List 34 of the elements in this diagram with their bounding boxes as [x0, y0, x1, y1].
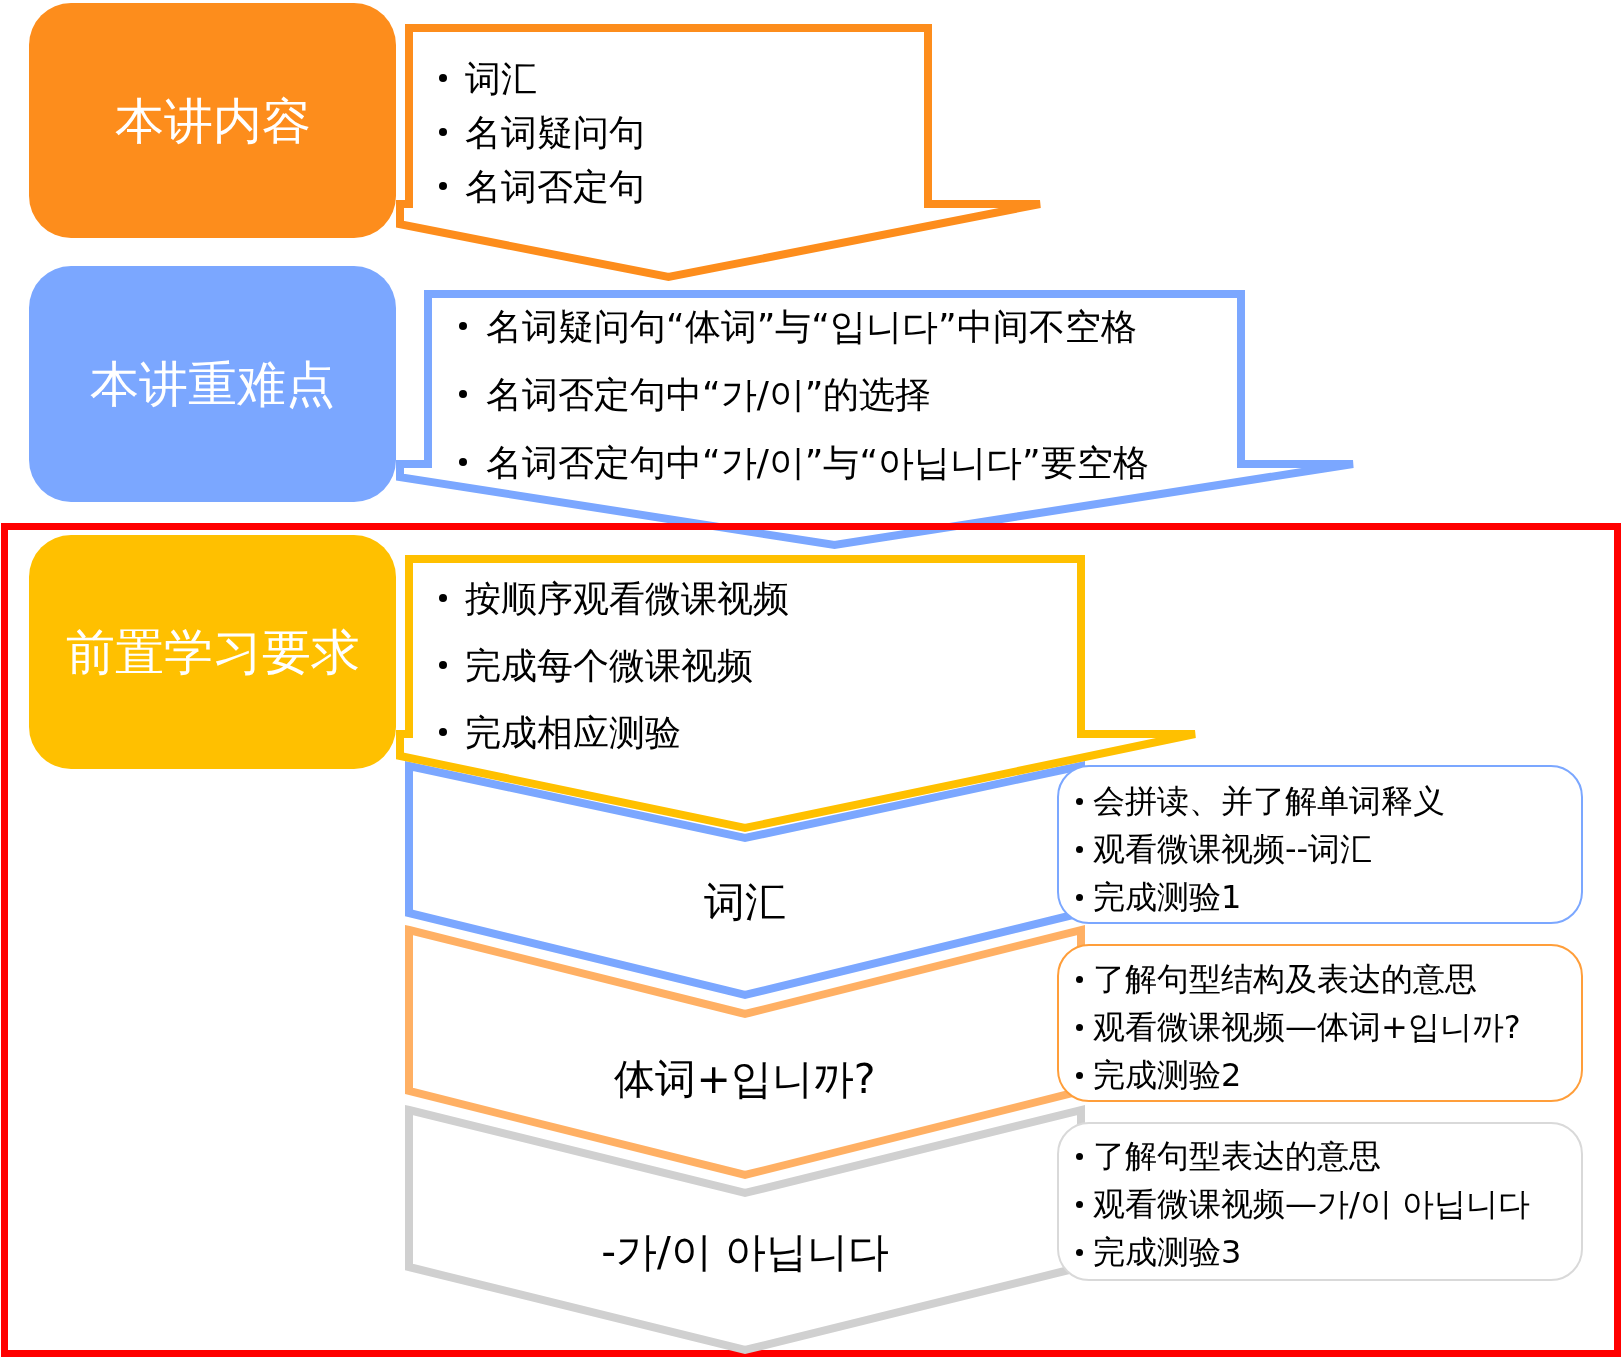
title-box [29, 266, 396, 502]
note-box [1057, 1122, 1583, 1281]
chevron-shape [404, 761, 1086, 1000]
title-box [29, 3, 396, 238]
list-item: 完成相应测验 [465, 710, 681, 755]
section-title: 本讲重难点 [90, 354, 335, 415]
highlight-frame [1, 523, 1621, 1357]
list-item: 观看微课视频--词汇 [1093, 829, 1373, 869]
list-item: 了解句型结构及表达的意思 [1093, 959, 1477, 999]
list-item: 完成每个微课视频 [465, 643, 753, 688]
list-item: 名词否定句中“가/이”的选择 [486, 372, 932, 417]
step-label: 体词+입니까? [614, 1053, 876, 1105]
step-label: 词汇 [704, 876, 786, 928]
note-box [1057, 944, 1583, 1102]
step-label: -가/이 아닙니다 [601, 1226, 889, 1278]
title-box [29, 535, 396, 769]
list-item: 名词疑问句 [465, 110, 645, 155]
list-item: 完成测验2 [1093, 1055, 1242, 1095]
list-item: 观看微课视频—体词+입니까? [1093, 1007, 1521, 1047]
list-item: 词汇 [465, 56, 537, 101]
note-box [1057, 765, 1583, 924]
section-title: 前置学习要求 [65, 622, 360, 683]
list-item: 完成测验1 [1093, 877, 1242, 917]
list-item: 名词否定句中“가/이”与“아닙니다”要空格 [486, 440, 1149, 485]
list-item: 完成测验3 [1093, 1232, 1242, 1272]
list-item: 会拼读、并了解单词释义 [1093, 781, 1445, 821]
chevron-shape [404, 925, 1086, 1180]
list-item: 按顺序观看微课视频 [465, 576, 789, 621]
list-item: 观看微课视频—가/이 아닙니다 [1093, 1184, 1530, 1224]
section-title: 本讲内容 [114, 91, 311, 151]
list-item: 名词疑问句“体词”与“입니다”中间不空格 [486, 304, 1137, 349]
chevron-shape [404, 1105, 1086, 1355]
list-item: 名词否定句 [465, 164, 645, 209]
list-item: 了解句型表达的意思 [1093, 1136, 1381, 1176]
